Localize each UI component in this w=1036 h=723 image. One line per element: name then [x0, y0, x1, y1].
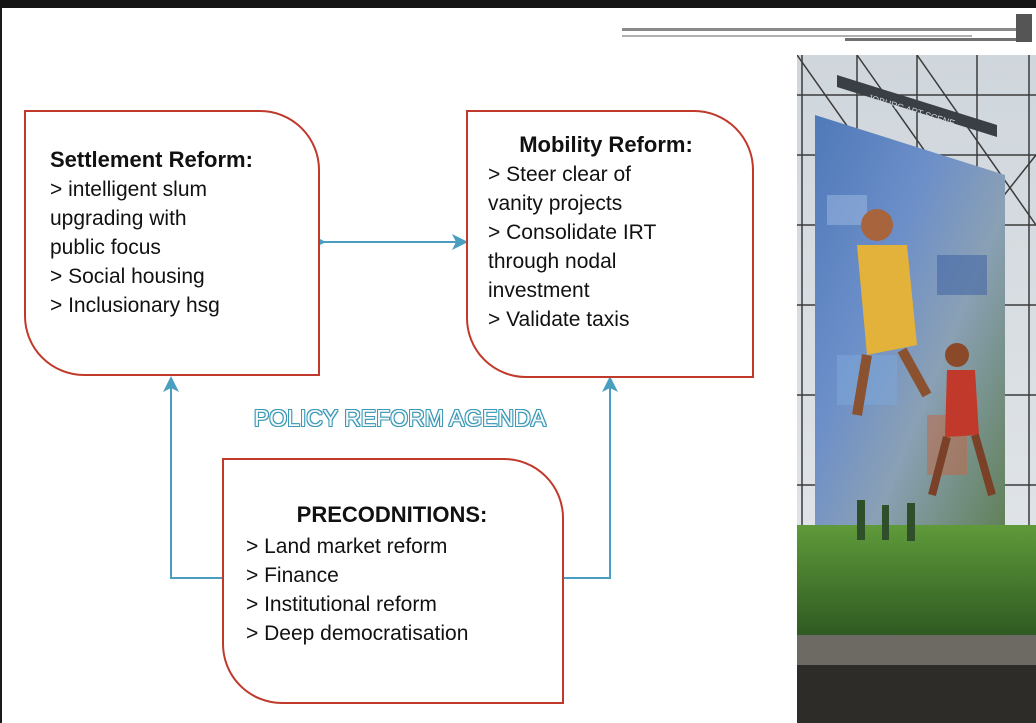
preconditions-line: > Finance	[246, 564, 339, 587]
mobility-title: Mobility Reform:	[519, 132, 693, 157]
settlement-line: public focus	[50, 236, 161, 259]
preconditions-line: > Institutional reform	[246, 593, 437, 616]
preconditions-box: PRECODNITIONS: > Land market reform > Fi…	[222, 458, 564, 704]
mobility-line: > Validate taxis	[488, 308, 630, 331]
mobility-line: through nodal	[488, 250, 617, 273]
mobility-line: > Steer clear of	[488, 163, 631, 186]
header-decoration-bar-2	[622, 35, 972, 37]
mobility-line: investment	[488, 279, 590, 302]
preconditions-title: PRECODNITIONS:	[296, 502, 488, 527]
header-decoration-bar-3	[845, 38, 1030, 41]
settlement-line: > intelligent slum	[50, 178, 207, 201]
preconditions-line: > Deep democratisation	[246, 622, 469, 645]
arrow-precond-to-mobility	[564, 376, 618, 579]
settlement-line: > Social housing	[50, 265, 205, 288]
mosaic-photo-illustration: JOBURG ART SCENE	[797, 55, 1036, 723]
top-bar	[0, 0, 1036, 8]
policy-reform-agenda-label: POLICY REFORM AGENDA	[253, 405, 547, 431]
mobility-line: > Consolidate IRT	[488, 221, 657, 244]
preconditions-line: > Land market reform	[246, 535, 448, 558]
arrow-precond-to-settlement	[163, 376, 222, 579]
header-decoration-block	[1016, 14, 1032, 42]
settlement-line: upgrading with	[50, 207, 187, 230]
mosaic-banner-photo: JOBURG ART SCENE	[797, 55, 1036, 723]
mobility-reform-box: Mobility Reform: > Steer clear of vanity…	[466, 110, 754, 378]
header-decoration-bar-1	[622, 28, 1016, 31]
settlement-line: > Inclusionary hsg	[50, 294, 220, 317]
mobility-line: vanity projects	[488, 192, 623, 215]
settlement-reform-box: Settlement Reform: > intelligent slum up…	[24, 110, 320, 376]
slide-left-edge	[0, 8, 2, 723]
settlement-title: Settlement Reform:	[50, 147, 253, 172]
